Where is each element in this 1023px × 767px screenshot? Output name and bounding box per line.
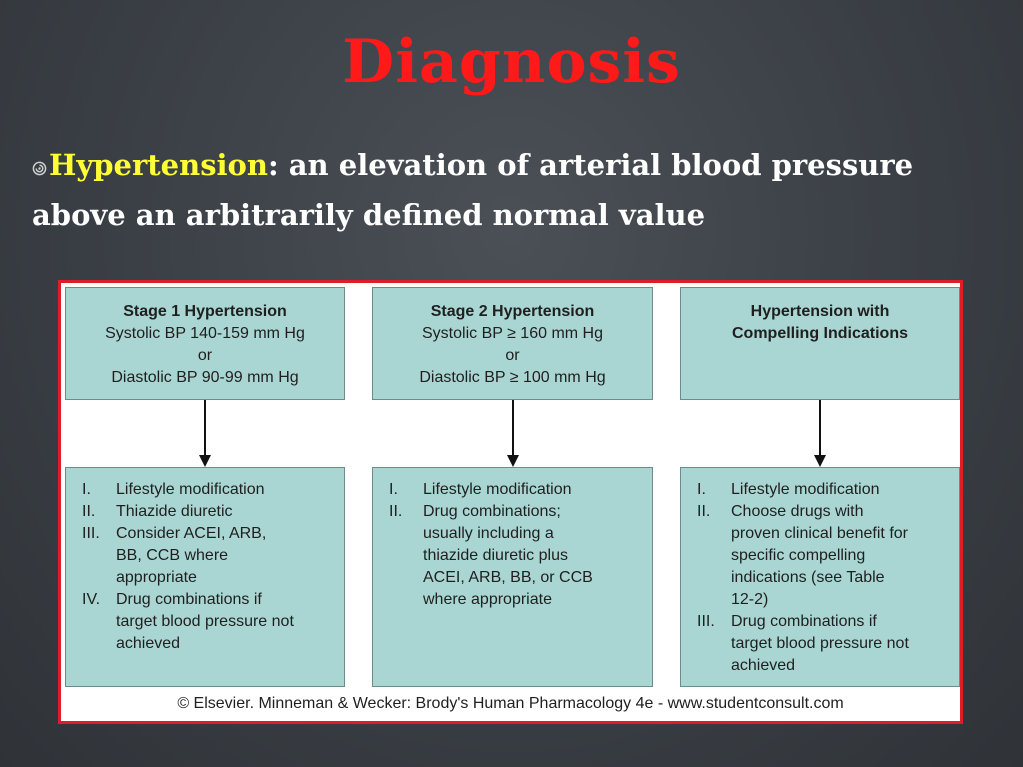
item-number: II. [697, 503, 711, 520]
compelling-treatment-box: I. Lifestyle modification II. Choose drugs… [680, 467, 960, 687]
item-text: Thiazide diuretic [116, 503, 233, 520]
item-number: IV. [82, 591, 101, 608]
stage1-systolic: Systolic BP 140-159 mm Hg [105, 325, 305, 342]
term-hypertension: Hypertension [49, 148, 268, 182]
list-item: II. Choose drugs with proven clinical ben… [697, 501, 951, 611]
stage2-systolic: Systolic BP ≥ 160 mm Hg [422, 325, 603, 342]
stage1-treatment-box: I. Lifestyle modification II. Thiazide diu… [65, 467, 345, 687]
item-text: Drug combinations; usually including a t… [423, 503, 593, 608]
stage2-or: or [505, 347, 520, 364]
item-number: I. [82, 481, 91, 498]
item-number: II. [82, 503, 96, 520]
swirl-bullet-icon [32, 161, 47, 176]
stage1-heading: Stage 1 Hypertension [123, 303, 287, 320]
hypertension-treatment-flowchart: Stage 1 Hypertension Systolic BP 140-159… [58, 280, 963, 724]
item-number: II. [389, 503, 403, 520]
slide-title: Diagnosis [342, 27, 681, 97]
item-number: I. [697, 481, 706, 498]
arrow-down-stage2 [507, 400, 519, 467]
figure-credit: © Elsevier. Minneman & Wecker: Brody's H… [177, 695, 844, 712]
compelling-criteria-box: Hypertension with Compelling Indications [680, 287, 960, 400]
list-item: II. Thiazide diuretic [82, 501, 336, 523]
definition-bullet: Hypertension: an elevation of arterial b… [32, 140, 992, 240]
stage2-heading: Stage 2 Hypertension [430, 303, 595, 320]
arrow-down-stage1 [199, 400, 211, 467]
item-number: I. [389, 481, 398, 498]
item-text: Drug combinations if target blood pressu… [731, 613, 909, 674]
item-text: Lifestyle modification [423, 481, 572, 498]
item-text: Drug combinations if target blood pressu… [116, 591, 294, 652]
item-text: Lifestyle modification [731, 481, 880, 498]
list-item: III. Drug combinations if target blood pr… [697, 611, 951, 677]
item-number: III. [82, 525, 100, 542]
list-item: I. Lifestyle modification [389, 479, 644, 501]
stage2-treatment-box: I. Lifestyle modification II. Drug combina… [372, 467, 653, 687]
item-text: Choose drugs with proven clinical benefi… [731, 503, 908, 608]
stage1-or: or [197, 347, 213, 364]
stage2-diastolic: Diastolic BP ≥ 100 mm Hg [419, 369, 606, 386]
list-item: II. Drug combinations; usually including … [389, 501, 644, 611]
item-text: Consider ACEI, ARB, BB, CCB where approp… [116, 525, 267, 586]
list-item: IV. Drug combinations if target blood pre… [82, 589, 336, 655]
arrow-down-compelling [814, 400, 826, 467]
list-item: I. Lifestyle modification [82, 479, 336, 501]
item-text: Lifestyle modification [116, 481, 265, 498]
list-item: III. Consider ACEI, ARB, BB, CCB where ap… [82, 523, 336, 589]
stage2-criteria-box: Stage 2 Hypertension Systolic BP ≥ 160 m… [372, 287, 653, 400]
stage1-criteria-box: Stage 1 Hypertension Systolic BP 140-159… [65, 287, 345, 400]
stage1-diastolic: Diastolic BP 90-99 mm Hg [111, 369, 299, 386]
definition-text: : an elevation of arterial blood pressur… [32, 148, 914, 232]
compelling-heading: Hypertension with Compelling Indications [731, 303, 908, 342]
list-item: I. Lifestyle modification [697, 479, 951, 501]
item-number: III. [697, 613, 715, 630]
